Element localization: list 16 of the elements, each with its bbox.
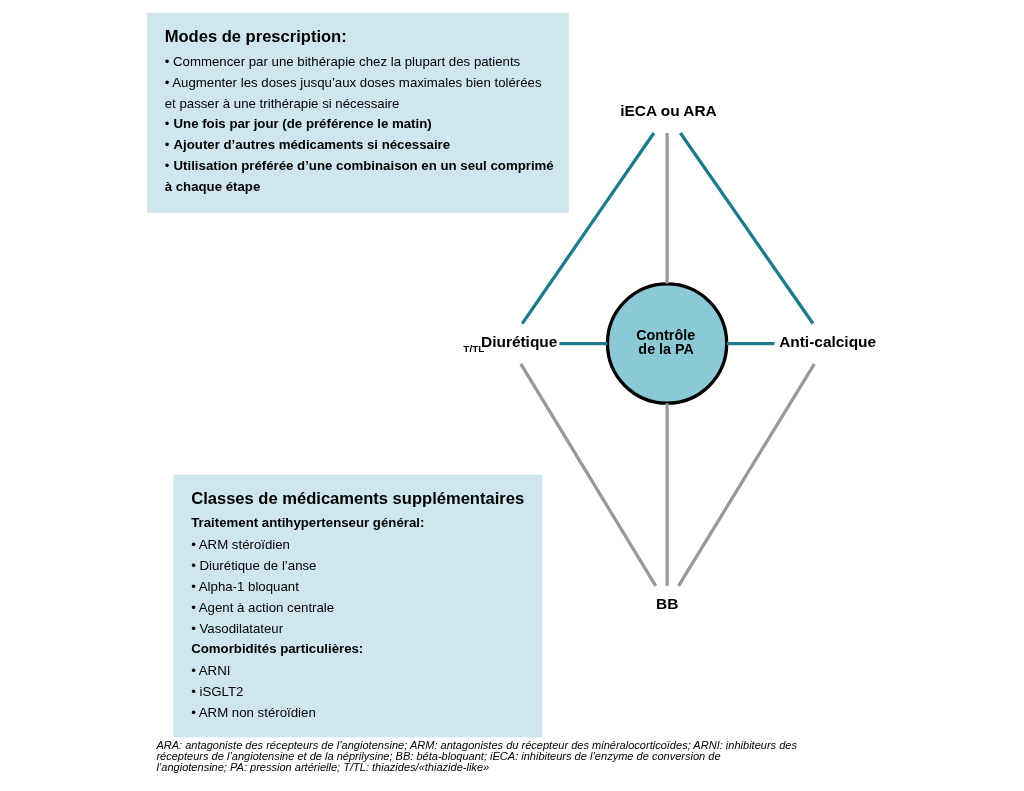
node-box: Classes de médicaments supplémentaires Traitement antihypertenseur général: • ARM stéroïdien • Diurétique de l’anse • Alpha-1 bloquant • Agent à action centrale • Vasodilatateur Comorbidités particulières: • ARNI • iSGLT2 • ARM non stéroïdien	[173, 473, 542, 737]
connector	[518, 362, 657, 587]
node-text: $_{T/TL}$Diurétique	[462, 332, 557, 354]
node-box: Modes de prescription: • Commencer par une bithérapie chez la plupart des patients • Augmenter les doses jusqu’aux doses maximales bien tolérées et passer à une trithérapie si nécessaire • Une fois par jour (de préférence le matin) • Ajouter d’autres médicaments si nécessaire • Utilisation préférée d’une combinaison en un seul comprimé à chaque étape	[146, 12, 569, 213]
node-text: Anti-calcique	[778, 332, 876, 350]
connector	[664, 402, 669, 586]
node-circle: Contrôle de la PA	[605, 281, 728, 405]
node-text: iECA ou ARA	[619, 101, 717, 119]
connector	[726, 341, 774, 345]
connector	[678, 131, 814, 324]
node-text: BB	[655, 594, 678, 612]
connector	[664, 132, 669, 283]
connector	[676, 362, 816, 587]
connector	[558, 341, 607, 345]
caption: ARA: antagoniste des récepteurs de l’angiotensine; ARM: antagonistes du récepteur des minéralocorticoïdes; ARNI: inhibiteurs des récepteurs de l’angiotensine et de la néprilysine; BB: béta-bloquant; iECA: inhibiteurs de l’enzyme de conversion de l’angiotensine; PA: pression artérielle; T/TL: thiazides/«thiazide-like»	[155, 738, 797, 773]
connector	[520, 131, 655, 324]
